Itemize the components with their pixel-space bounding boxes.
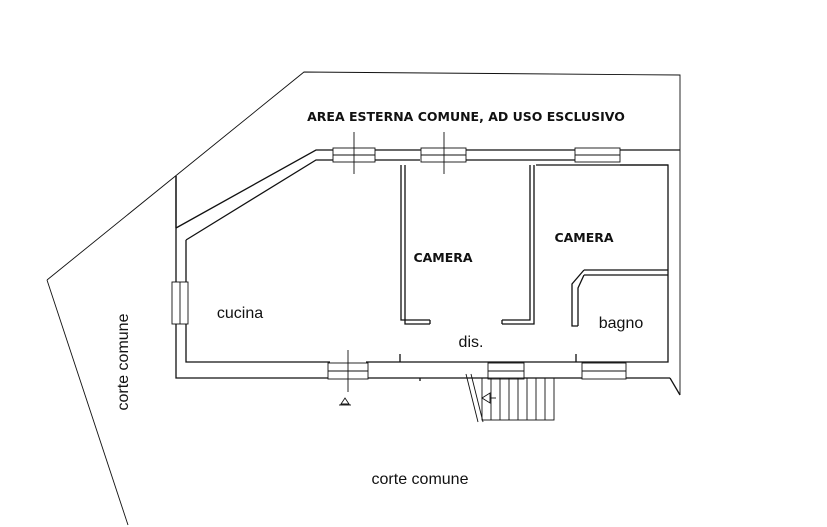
outer-walls (175, 149, 681, 396)
interior-walls (399, 164, 668, 381)
courtyard-left-label: corte comune (115, 313, 132, 410)
bedroom-right-label: CAMERA (554, 230, 613, 245)
bedroom-left-label: CAMERA (413, 250, 472, 265)
bathroom-label: bagno (599, 315, 644, 332)
hallway-label: dis. (459, 334, 484, 351)
staircase (465, 373, 555, 423)
meter-symbol (339, 397, 351, 406)
exterior-area-label: AREA ESTERNA COMUNE, AD USO ESCLUSIVO (307, 109, 625, 124)
courtyard-bottom-label: corte comune (372, 471, 469, 488)
property-boundary (46, 71, 681, 526)
kitchen-label: cucina (217, 305, 263, 322)
windows (171, 132, 627, 392)
